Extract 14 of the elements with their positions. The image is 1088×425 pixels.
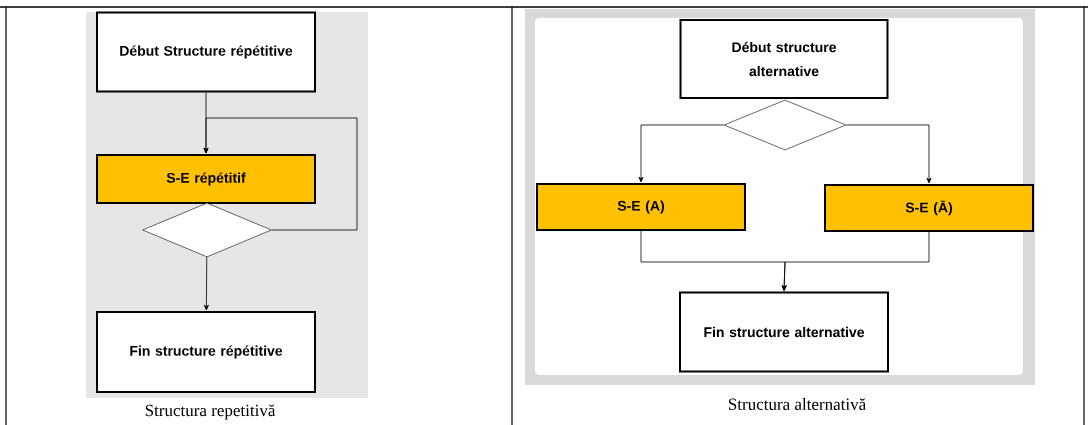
arrow <box>638 124 725 183</box>
decision-diamond <box>142 202 272 258</box>
decision-diamond <box>723 99 847 151</box>
arrow <box>845 124 932 184</box>
process-box: S-E répétitif <box>96 154 316 204</box>
arrow <box>203 256 209 311</box>
process-box: S-E (Ā) <box>824 184 1034 232</box>
terminal-box: Fin structure alternative <box>679 291 889 373</box>
caption: Structura alternativă <box>729 398 866 410</box>
arrow <box>781 231 930 291</box>
process-box: S-E (A) <box>536 183 746 231</box>
arrow <box>203 117 358 231</box>
terminal-box: Début Structure répétitive <box>96 11 316 93</box>
terminal-box: Fin structure répétitive <box>96 311 316 393</box>
